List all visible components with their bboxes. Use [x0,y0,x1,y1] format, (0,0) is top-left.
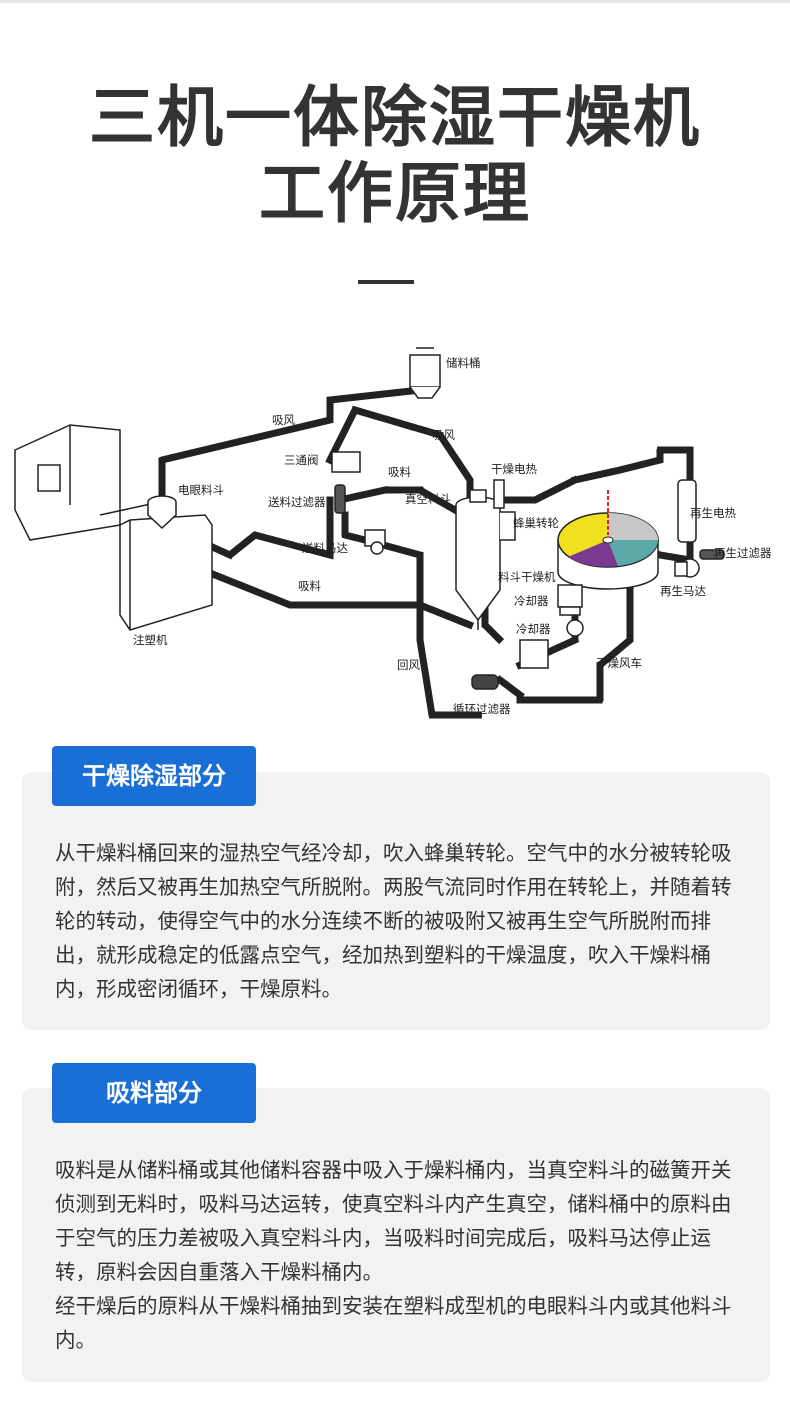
dryer-schematic-diagram: 储料桶 吸风 吸风 三通阀 吸料 干燥电热 电眼料斗 送料过滤器 真空料斗 蜂巢… [14,347,772,719]
drying-section-card [22,772,770,1030]
suction-paragraph-2: 经干燥后的原料从干燥料桶抽到安装在塑料成型机的电眼料斗内或其他料斗内。 [55,1294,732,1352]
label-suction-2: 吸料 [298,579,321,593]
circulation-filter [471,674,499,690]
electric-eye-hopper [147,495,177,530]
regen-motor [674,558,700,578]
storage-bin [409,347,441,399]
label-feed-filter: 送料过滤器 [268,495,326,509]
suction-section-label: 吸料部分 [52,1063,256,1123]
label-honeycomb-rotor: 蜂巢转轮 [513,516,559,530]
cooler-1 [557,584,583,616]
feed-filter [334,484,346,514]
page-title-line2: 工作原理 [259,155,531,232]
label-regen-motor: 再生马达 [660,584,706,598]
regen-heater [677,479,697,543]
label-return-air: 回风 [397,658,420,672]
top-border [0,0,790,3]
label-three-way-valve: 三通阀 [284,453,319,467]
label-storage-bin: 储料桶 [446,356,481,370]
cooler-2 [519,619,584,669]
page-title-line1: 三机一体除湿干燥机 [89,79,701,156]
label-injection-machine: 注塑机 [133,633,168,647]
label-hopper-dryer: 料斗干燥机 [498,570,556,584]
drying-paragraph: 从干燥料桶回来的湿热空气经冷却，吹入蜂巢转轮。空气中的水分被转轮吸附，然后又被再… [55,841,732,1001]
hopper-dryer [455,479,516,630]
three-way-valve [331,451,361,473]
label-suction-air-1: 吸风 [272,413,295,427]
drying-section-label: 干燥除湿部分 [52,746,256,806]
label-drying-fan: 干燥风车 [596,656,642,670]
regen-filter [699,549,725,560]
label-dry-heating: 干燥电热 [491,462,537,476]
label-cooler-1: 冷却器 [514,594,549,608]
label-cooler-2: 冷却器 [516,622,551,636]
suction-section-card [22,1088,770,1382]
label-regen-heating: 再生电热 [690,506,736,520]
honeycomb-rotor [557,490,659,590]
title-divider [358,280,414,284]
drying-section-text: 从干燥料桶回来的湿热空气经冷却，吹入蜂巢转轮。空气中的水分被转轮吸附，然后又被再… [55,836,745,1006]
label-vacuum-hopper: 真空料斗 [405,492,451,506]
suction-section-text: 吸料是从储料桶或其他储料容器中吸入于燥料桶内，当真空料斗的磁簧开关侦测到无料时，… [55,1153,745,1357]
feed-motor [364,529,386,555]
label-electric-eye-hopper: 电眼料斗 [178,483,224,497]
injection-machine [14,424,213,631]
label-feed-motor: 送料马达 [302,541,348,555]
label-suction-1: 吸料 [388,465,411,479]
label-circ-filter: 循环过滤器 [453,702,511,716]
suction-paragraph-1: 吸料是从储料桶或其他储料容器中吸入于燥料桶内，当真空料斗的磁簧开关侦测到无料时，… [55,1158,732,1284]
label-suction-air-2: 吸风 [432,428,455,442]
label-regen-filter: 再生过滤器 [714,546,772,560]
